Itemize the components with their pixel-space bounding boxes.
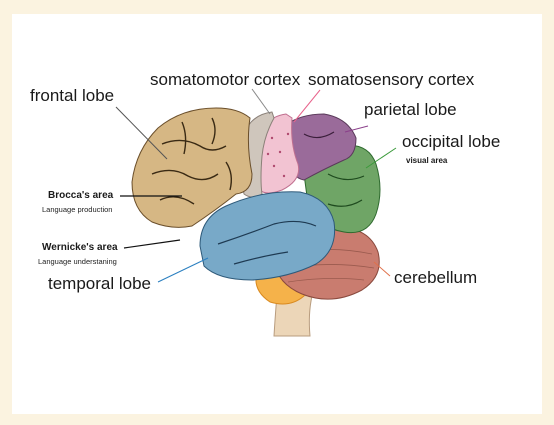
somatomotor-cortex-label: somatomotor cortex xyxy=(150,70,300,90)
language-production-label: Language production xyxy=(42,205,112,214)
diagram-panel: frontal lobe somatomotor cortex somatose… xyxy=(12,14,542,414)
broccas-area-label: Brocca's area xyxy=(48,190,113,201)
temporal-leader xyxy=(158,258,208,282)
somatomotor-leader xyxy=(252,89,270,114)
language-understanding-label: Language understaning xyxy=(38,257,117,266)
cerebellum-label: cerebellum xyxy=(394,268,477,288)
frontal-lobe-label: frontal lobe xyxy=(30,86,114,106)
wernickes-area-label: Wernicke's area xyxy=(42,242,118,253)
somatosensory-cortex-label: somatosensory cortex xyxy=(308,70,474,90)
visual-area-label: visual area xyxy=(406,156,447,165)
occipital-lobe-label: occipital lobe xyxy=(402,132,500,152)
wernicke-leader xyxy=(124,240,180,248)
temporal-lobe-label: temporal lobe xyxy=(48,274,151,294)
parietal-lobe-label: parietal lobe xyxy=(364,100,457,120)
